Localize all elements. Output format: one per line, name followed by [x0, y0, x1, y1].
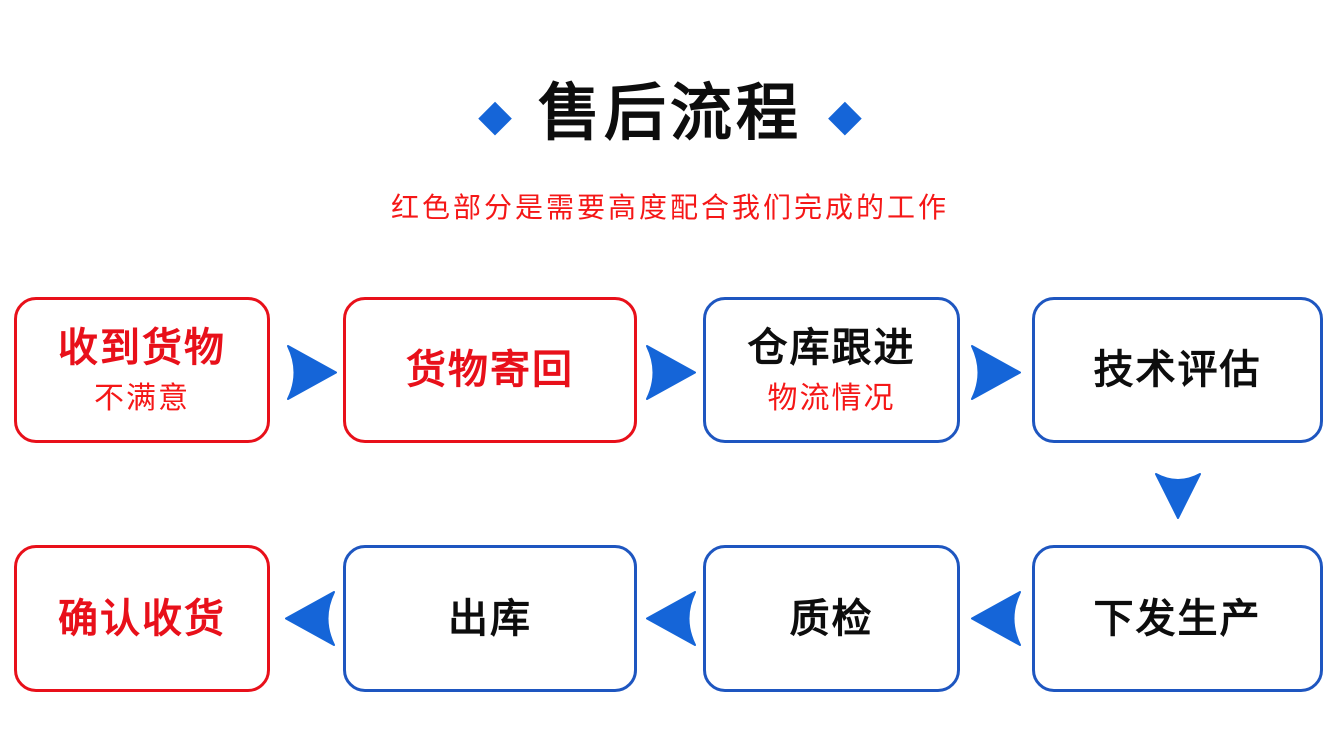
step-title: 收到货物 — [58, 325, 226, 370]
arrow-left-icon — [646, 591, 696, 646]
flow-step-warehouse-follow-up: 仓库跟进 物流情况 — [703, 297, 960, 443]
page-subtitle: 红色部分是需要高度配合我们完成的工作 — [390, 192, 949, 223]
arrow-right-icon — [287, 345, 337, 400]
step-title: 确认收货 — [58, 596, 226, 641]
step-title: 下发生产 — [1093, 596, 1262, 641]
flow-step-confirm-receipt: 确认收货 — [14, 545, 270, 692]
arrow-left-icon — [285, 591, 335, 646]
page-title-text: 售后流程 — [537, 79, 802, 148]
step-title: 质检 — [789, 596, 874, 641]
step-subtitle: 不满意 — [94, 381, 190, 415]
flow-step-technical-assessment: 技术评估 — [1032, 297, 1323, 443]
flow-step-receive-goods: 收到货物 不满意 — [14, 297, 270, 443]
diamond-icon-right: ◆ — [828, 90, 862, 140]
arrow-down-icon — [1155, 473, 1201, 519]
arrow-left-icon — [971, 591, 1021, 646]
step-subtitle: 物流情况 — [767, 381, 896, 415]
step-title: 货物寄回 — [406, 348, 574, 392]
arrow-right-icon — [646, 345, 696, 400]
step-title: 技术评估 — [1093, 348, 1262, 392]
flow-step-return-goods: 货物寄回 — [343, 297, 637, 443]
page-title: ◆ 售后流程 ◆ — [0, 78, 1340, 149]
step-title: 仓库跟进 — [747, 325, 916, 370]
flow-step-issue-production: 下发生产 — [1032, 545, 1323, 692]
flow-step-quality-check: 质检 — [703, 545, 960, 692]
diamond-icon-left: ◆ — [478, 90, 512, 140]
arrow-right-icon — [971, 345, 1021, 400]
flow-step-outbound: 出库 — [343, 545, 637, 692]
step-title: 出库 — [448, 596, 532, 641]
